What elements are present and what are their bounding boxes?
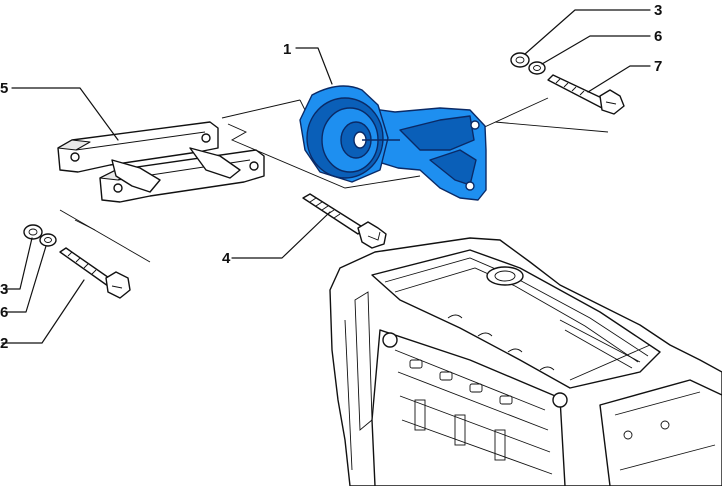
bolt-part-4: [302, 193, 387, 249]
leader-lines: [1, 9, 651, 344]
callout-6-right: 6: [654, 28, 662, 45]
engine-block: [329, 237, 722, 486]
washer-part-3-left: [23, 224, 43, 240]
callout-4: 4: [222, 250, 231, 267]
lock-washer-part-6-right: [528, 61, 546, 75]
engine-mount-part-1: [299, 85, 487, 201]
callout-5: 5: [0, 80, 8, 97]
callout-7: 7: [654, 58, 662, 75]
bolt-part-7: [547, 74, 625, 115]
callout-3-right: 3: [654, 2, 662, 19]
callout-3-left: 3: [0, 281, 8, 298]
callout-1: 1: [283, 41, 291, 58]
alignment-guides: [59, 97, 609, 263]
washer-part-3-right: [510, 52, 530, 68]
callout-6-left: 6: [0, 304, 8, 321]
lock-washer-part-6-left: [39, 233, 57, 247]
callout-2: 2: [0, 335, 8, 352]
callout-labels: 1 2 3 3 4 5 6 6 7: [0, 2, 662, 352]
bolt-part-2: [59, 247, 131, 299]
bracket-part-5: [57, 121, 265, 203]
